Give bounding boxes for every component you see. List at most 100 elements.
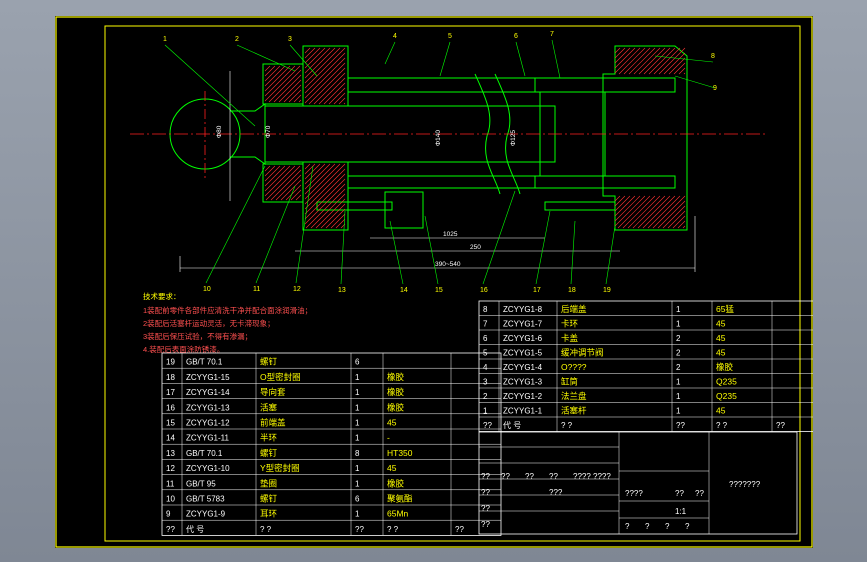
table-cell: 1 — [355, 479, 360, 488]
title-block: ???????????1:1??????????????????????????… — [478, 431, 798, 535]
table-cell: 1 — [355, 434, 360, 443]
table-cell: Q235 — [716, 377, 737, 387]
tb-cell: ?? — [481, 520, 490, 529]
table-header-cell: ? ? — [260, 525, 272, 534]
leader-line — [295, 165, 314, 284]
table-cell: 45 — [387, 418, 397, 428]
balloon-label: 11 — [253, 286, 260, 293]
table-cell: HT350 — [387, 448, 413, 458]
table-cell: 2 — [676, 349, 681, 358]
table-cell: 导向套 — [260, 387, 286, 397]
tech-req-title: 技术要求： — [143, 291, 181, 301]
leader-line — [570, 220, 576, 285]
tb-cell: ?? — [549, 472, 558, 481]
table-cell: 45 — [716, 333, 726, 343]
balloon-label: 6 — [514, 33, 518, 40]
tb-cell: ??? — [549, 488, 563, 497]
table-cell: 垫圈 — [260, 478, 277, 488]
tb-cell: ? — [685, 522, 690, 531]
tb-cell: ?? — [501, 472, 510, 481]
table-header-cell: ?? — [355, 525, 364, 534]
table-cell: 10 — [166, 495, 175, 504]
balloon-label: 17 — [533, 287, 541, 294]
table-cell: ZCYYG1-10 — [186, 464, 230, 473]
table-cell: ZCYYG1-3 — [503, 378, 543, 387]
table-cell: 6 — [355, 495, 360, 504]
table-cell: 1 — [483, 407, 488, 416]
table-cell: 2 — [676, 363, 681, 372]
table-cell: 6 — [483, 334, 488, 343]
scale-value: 1:1 — [675, 507, 687, 516]
balloon-label: 14 — [400, 287, 408, 294]
table-cell: 17 — [166, 388, 175, 397]
dim-piston: Φ125 — [510, 130, 517, 146]
table-header-cell: ?? — [483, 421, 492, 430]
outer-frame — [55, 16, 813, 548]
rear-end-cap — [602, 45, 688, 231]
table-cell: 15 — [166, 419, 175, 428]
barrel-bottom — [347, 175, 536, 189]
table-cell: O型密封圈 — [260, 372, 301, 382]
balloon-label: 18 — [568, 287, 576, 294]
front-cover-bottom — [302, 161, 349, 231]
tb-cell: ?? — [481, 472, 490, 481]
table-cell: ZCYYG1-15 — [186, 373, 230, 382]
table-cell: 9 — [166, 510, 171, 519]
title-block-border — [478, 431, 798, 535]
break-line-1 — [474, 73, 501, 195]
barrel-top — [347, 77, 536, 93]
table-cell: 16 — [166, 403, 175, 412]
balloon-label: 10 — [203, 286, 211, 293]
tb-cell: ? — [625, 522, 630, 531]
balloon-label: 5 — [448, 33, 452, 40]
table-header-cell: 代 号 — [186, 524, 204, 534]
leader-line — [535, 210, 551, 285]
table-header-cell: 代 号 — [503, 420, 521, 430]
table-cell: GB/T 70.1 — [186, 449, 223, 458]
table-cell: 18 — [166, 373, 175, 382]
leader-line — [164, 44, 256, 127]
table-cell: 1 — [676, 320, 681, 329]
leader-line — [482, 190, 516, 285]
table-cell: 14 — [166, 434, 175, 443]
table-cell: 卡环 — [561, 319, 579, 329]
break-line-2 — [494, 73, 521, 195]
table-cell: 65Mn — [387, 509, 409, 519]
bolt-18 — [544, 201, 616, 211]
drawing-title: ??????? — [729, 480, 761, 489]
table-cell: 11 — [166, 479, 175, 488]
table-header-cell: ? ? — [716, 421, 728, 430]
balloon-label: 1 — [163, 36, 167, 43]
front-cover-top — [302, 45, 349, 107]
table-cell: Q235 — [716, 391, 737, 401]
leader-line — [515, 41, 526, 77]
table-cell: 12 — [166, 464, 175, 473]
balloon-label: 3 — [288, 36, 292, 43]
table-cell: 活塞杆 — [561, 406, 587, 416]
dim-tube: 1025 — [443, 231, 458, 238]
table-cell: 1 — [676, 378, 681, 387]
table-cell: 1 — [355, 373, 360, 382]
table-cell: 45 — [387, 463, 397, 473]
dimension-lines — [179, 71, 696, 272]
table-cell: ZCYYG1-1 — [503, 407, 543, 416]
table-cell: O???? — [561, 362, 587, 372]
table-header-cell: ? ? — [561, 421, 573, 430]
table-cell: 1 — [355, 419, 360, 428]
rear-barrel-bottom — [534, 175, 676, 189]
table-header-cell: ? ? — [387, 525, 399, 534]
inner-frame — [104, 25, 801, 542]
table-cell: 螺钉 — [260, 448, 278, 458]
table-cell: 橡胶 — [716, 362, 734, 372]
balloon-label: 15 — [435, 287, 443, 294]
leader-line — [389, 220, 404, 285]
table-cell: 缓冲调节阀 — [561, 348, 604, 358]
table-cell: 螺钉 — [260, 494, 278, 504]
table-header-cell: ?? — [776, 421, 785, 430]
table-cell: - — [387, 433, 390, 443]
support-14 — [384, 191, 424, 229]
table-cell: ZCYYG1-7 — [503, 320, 543, 329]
